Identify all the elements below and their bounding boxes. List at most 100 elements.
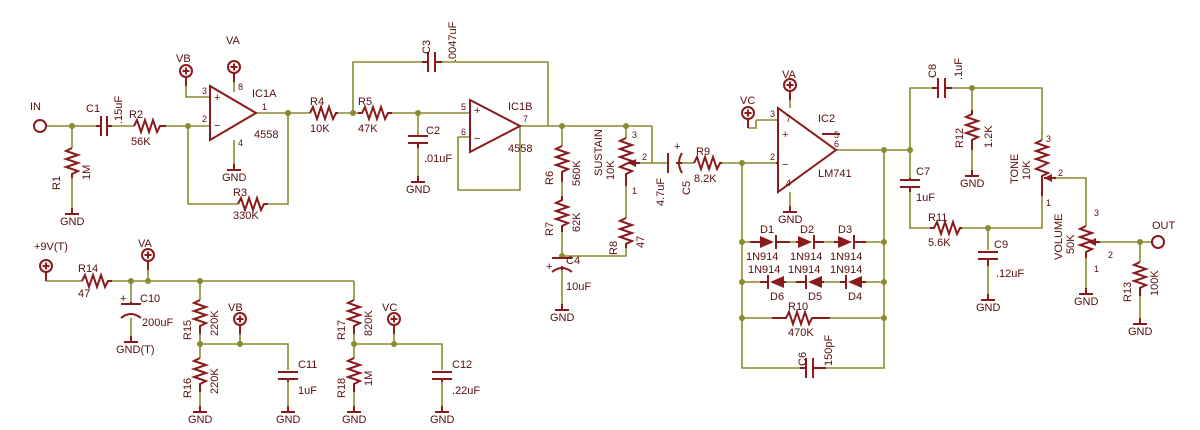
gnd-c9: GND	[976, 293, 1001, 314]
r14-ref: R14	[78, 263, 98, 275]
resistor-r9: R9 8.2K	[693, 146, 722, 185]
supply-vc-node: VC	[382, 302, 401, 335]
r13-ref: R13	[1122, 282, 1134, 302]
ic1a-pin2: 2	[202, 114, 207, 124]
c8-ref: C8	[927, 64, 939, 78]
sustain-label: SUSTAIN	[593, 129, 605, 176]
r12-ref: R12	[954, 128, 966, 148]
gnd-c12: GND	[430, 405, 455, 426]
gnd-r1: GND	[60, 207, 85, 228]
supply-va-ic1a: VA	[226, 35, 241, 83]
ic2-pin3: 3	[770, 109, 775, 119]
gnd-c11: GND	[276, 405, 301, 426]
opamp-ic1b: + − 5 6 7 IC1B 4558	[461, 98, 532, 155]
p9v-label: +9V(T)	[34, 241, 68, 253]
c5-ref: C5	[681, 181, 693, 195]
capacitor-c8: C8 .1uF	[927, 58, 965, 98]
gnd-label: GND	[960, 178, 985, 190]
ic1a-pin3: 3	[202, 86, 207, 96]
vc-label-ic2: VC	[740, 95, 755, 107]
resistor-r4: R4 10K	[309, 96, 338, 135]
r1-ref: R1	[51, 176, 63, 190]
tone-value: 10K	[1021, 160, 1033, 180]
diode-d3: D3 1N914	[830, 224, 866, 263]
diode-d2: D2 1N914	[790, 224, 824, 263]
r16-ref: R16	[182, 378, 194, 398]
r12-value: 1.2K	[983, 125, 995, 148]
ic2-pin7: 7	[786, 114, 791, 124]
potentiometer-tone: 3 2 1 TONE 10K	[1009, 134, 1063, 208]
tone-pin1: 1	[1046, 198, 1051, 208]
va-label-ic1a: VA	[226, 35, 241, 47]
resistor-r6: R6 560K	[544, 145, 583, 186]
d4-ref: D4	[848, 291, 862, 303]
supply-vc-ic2: VC	[740, 95, 755, 129]
c12-ref: C12	[452, 359, 472, 371]
ic2-value: LM741	[818, 168, 852, 180]
ic1b-pin5: 5	[461, 102, 466, 112]
volume-pin3: 3	[1094, 208, 1099, 218]
opamp-ic2: + − 3 2 7 4 5 6 IC2 LM741	[770, 106, 852, 194]
gnd-r13: GND	[1128, 317, 1153, 338]
c4-plus: +	[546, 261, 552, 273]
r10-value: 470K	[788, 327, 814, 339]
r9-ref: R9	[696, 146, 710, 158]
c10-value: 200uF	[142, 317, 173, 329]
ic1a-minus: −	[214, 120, 220, 132]
capacitor-c7: C7 1uF	[900, 166, 935, 204]
resistor-r5: R5 47K	[358, 96, 392, 135]
capacitor-c1: C1 .15uF	[86, 96, 125, 136]
c4-ref: C4	[566, 255, 580, 267]
r3-value: 330K	[233, 210, 259, 222]
gnd-label: GND	[976, 302, 1001, 314]
r17-ref: R17	[336, 320, 348, 340]
in-label: IN	[30, 101, 41, 113]
diode-d6: 1N914 D6	[748, 264, 786, 303]
capacitor-c2: C2 .01uF	[408, 125, 452, 165]
r7-ref: R7	[544, 222, 556, 236]
resistor-r11: R11 5.6K	[928, 212, 962, 249]
ic1a-pin1: 1	[262, 102, 267, 112]
ic1b-minus: −	[474, 133, 480, 145]
capacitor-c6: C6 150pF	[797, 335, 835, 378]
c10-ref: C10	[140, 293, 160, 305]
r15-ref: R15	[182, 320, 194, 340]
d2-value: 1N914	[790, 251, 822, 263]
r2-ref: R2	[129, 109, 143, 121]
gnd-c2: GND	[406, 175, 431, 196]
volume-value: 50K	[1065, 234, 1077, 254]
ic1b-pin6: 6	[461, 127, 466, 137]
va-label-node: VA	[138, 238, 153, 250]
diode-d4: 1N914 D4	[830, 264, 866, 303]
d5-ref: D5	[808, 291, 822, 303]
ic2-ref: IC2	[818, 113, 835, 125]
gndt-label: GND(T)	[116, 344, 155, 356]
vc-label-node: VC	[382, 302, 397, 314]
r10-ref: R10	[788, 301, 808, 313]
c6-value: 150pF	[823, 335, 835, 366]
gnd-ic2: GND	[778, 205, 803, 226]
c12-value: .22uF	[452, 385, 480, 397]
r5-ref: R5	[358, 96, 372, 108]
c8-value: .1uF	[953, 58, 965, 80]
supply-va-ic2: VA	[782, 69, 797, 101]
capacitor-c5: + C5 4.7uF	[655, 141, 693, 206]
r6-ref: R6	[544, 171, 556, 185]
supply-9v-input: +9V(T)	[34, 241, 68, 282]
r1-value: 1M	[81, 165, 93, 180]
r14-value: 47	[78, 288, 90, 300]
volume-pin1: 1	[1094, 264, 1099, 274]
c2-ref: C2	[426, 125, 440, 137]
potentiometer-volume: 3 2 1 VOLUME 50K	[1053, 208, 1113, 274]
ic1a-ref: IC1A	[252, 88, 277, 100]
r6-value: 560K	[571, 160, 583, 186]
diode-d5: 1N914 D5	[788, 264, 824, 303]
r11-ref: R11	[928, 212, 947, 224]
ic2-pin2: 2	[770, 152, 775, 162]
tone-pin3: 3	[1046, 134, 1051, 144]
c9-ref: C9	[994, 239, 1008, 251]
resistor-r14: R14 47	[78, 263, 112, 300]
sustain-pin1: 1	[632, 186, 637, 196]
r5-value: 47K	[358, 123, 378, 135]
ic1b-pin7: 7	[523, 114, 528, 124]
